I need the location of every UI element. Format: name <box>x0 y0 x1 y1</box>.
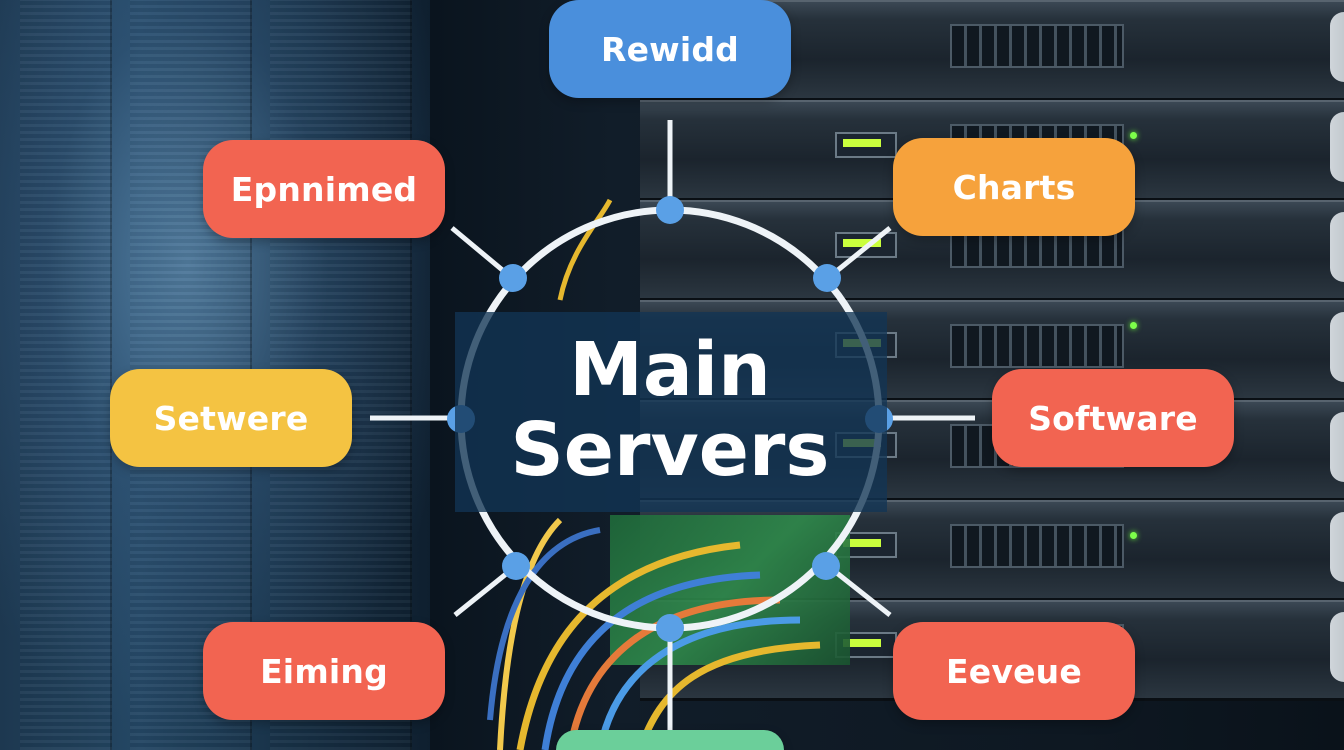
rack-handle <box>1330 212 1344 282</box>
status-led <box>1130 322 1137 329</box>
connector-top-right <box>826 226 892 280</box>
rack-handle <box>1330 312 1344 382</box>
node-bottom-right: Eeveue <box>893 622 1135 720</box>
hub-dot <box>502 552 530 580</box>
node-top: Rewidd <box>549 0 791 98</box>
connector-bottom-right <box>826 564 892 617</box>
node-left: Setwere <box>110 369 352 467</box>
center-banner <box>455 312 887 512</box>
center-title-line2: Servers <box>510 407 830 493</box>
circuit-board <box>610 515 850 665</box>
node-top-left: Epnnimed <box>203 140 445 238</box>
hub-dot <box>499 264 527 292</box>
status-display <box>835 132 897 158</box>
node-bottom-left: Eiming <box>203 622 445 720</box>
rack-handle <box>1330 112 1344 182</box>
node-top-right: Charts <box>893 138 1135 236</box>
node-right: Software <box>992 369 1234 467</box>
center-title: Main Servers <box>460 310 880 510</box>
status-led <box>1130 132 1137 139</box>
node-bottom <box>556 730 784 750</box>
hub-dot <box>812 552 840 580</box>
vent-grill <box>950 524 1124 568</box>
hub-dot <box>656 196 684 224</box>
status-led <box>1130 532 1137 539</box>
vent-grill <box>950 324 1124 368</box>
vent-grill <box>950 24 1124 68</box>
rack-column <box>20 0 112 750</box>
rack-handle <box>1330 412 1344 482</box>
rack-handle <box>1330 12 1344 82</box>
rack-handle <box>1330 612 1344 682</box>
hub-dot <box>656 614 684 642</box>
center-title-line1: Main <box>569 327 771 413</box>
rack-handle <box>1330 512 1344 582</box>
hub-dot <box>813 264 841 292</box>
